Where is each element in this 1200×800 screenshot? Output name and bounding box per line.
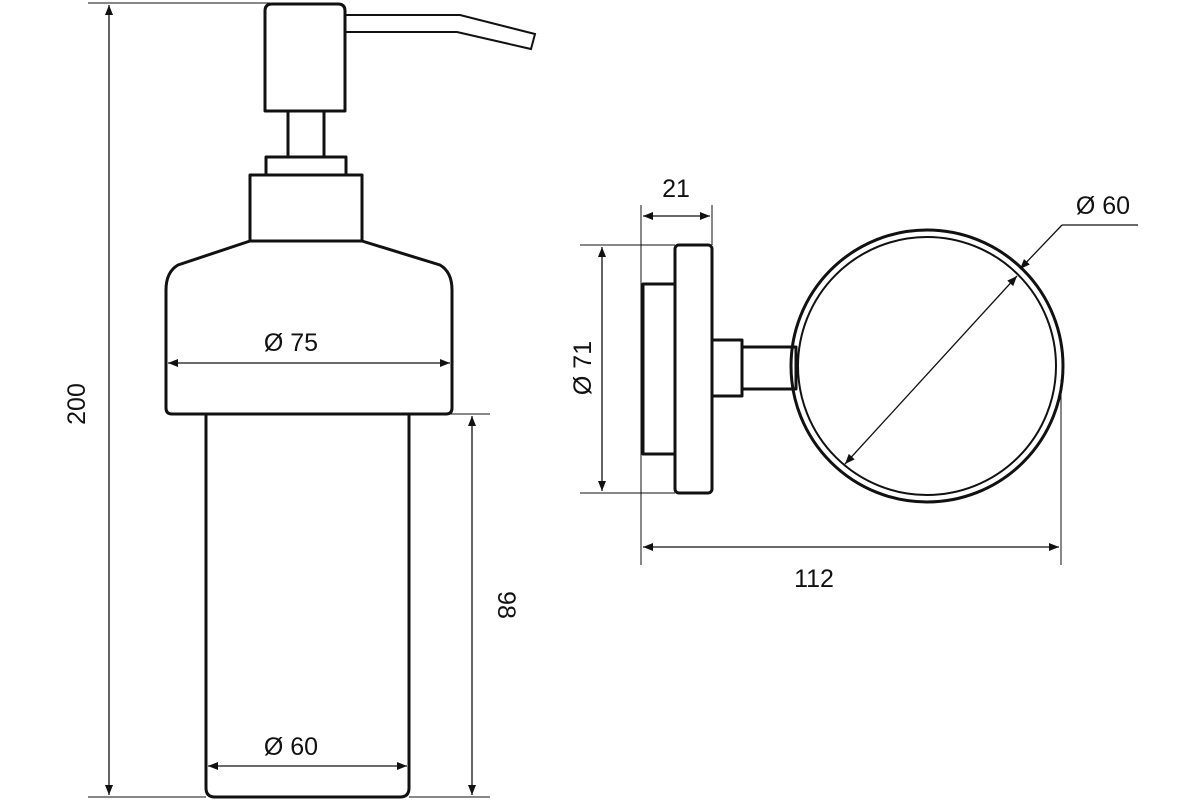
holder-boss [710,338,744,398]
dispenser-body [164,239,454,416]
base-depth-label: 21 [662,175,690,203]
holder-ring-outer [789,228,1065,504]
glass-container [204,414,411,799]
pump-collar [264,155,348,177]
wall-plate-back [641,282,677,456]
wall-plate-front [673,243,714,495]
glass-height-label: 98 [492,591,520,619]
ring-diameter-dimension-line [844,275,1018,465]
pump-head [263,2,347,113]
body-diameter-label: Ø 75 [264,329,318,357]
ring-diameter-leader [1019,224,1063,270]
pump-nozzle [345,14,537,51]
dispenser-neck [248,173,364,243]
wall-holder: 21 Ø 71 Ø 60 112 [569,175,1138,593]
total-height-label: 200 [63,383,91,425]
ring-diameter-label: Ø 60 [1076,192,1130,220]
glass-diameter-label: Ø 60 [264,733,318,761]
total-projection-label: 112 [794,565,834,593]
soap-dispenser: 200 Ø 75 98 Ø 60 [63,2,537,799]
pump-stem [286,109,326,159]
holder-arm [740,345,798,391]
base-diameter-label: Ø 71 [569,341,597,395]
holder-ring-inner [797,236,1057,496]
